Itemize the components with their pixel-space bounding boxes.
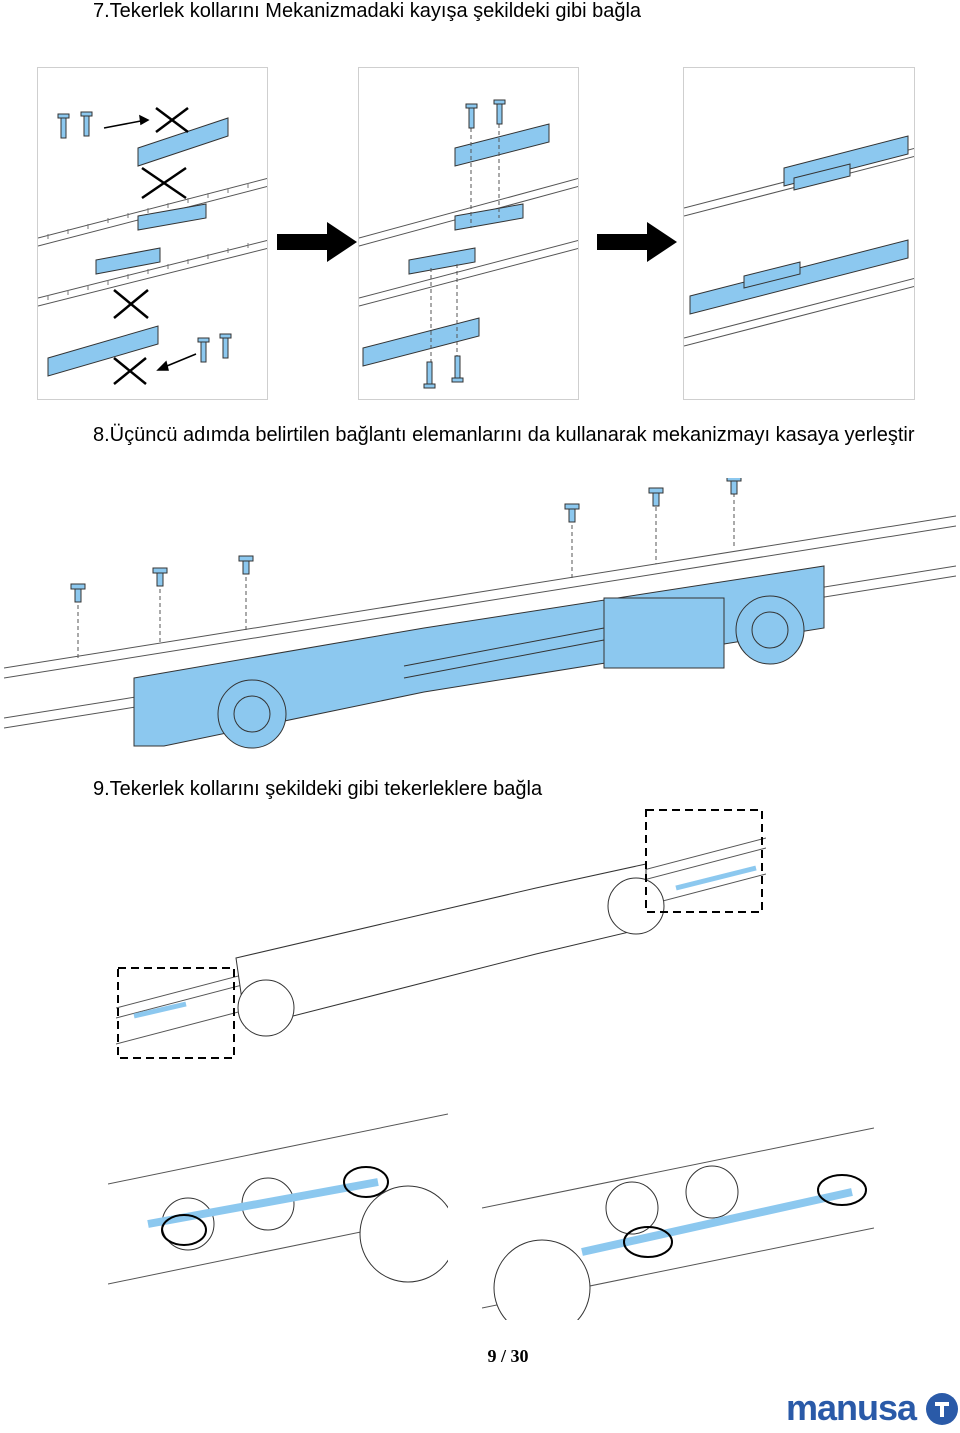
logo-badge-icon — [926, 1393, 958, 1425]
manusa-logo: manusa — [786, 1387, 958, 1431]
step-9-right-detail-illustration — [481, 1068, 875, 1337]
step-9-overview-illustration — [115, 808, 767, 1065]
belt-clamp-assembly-illustration — [359, 99, 578, 389]
belt-clamp-result-illustration — [684, 135, 914, 347]
logo-text: manusa — [786, 1387, 917, 1428]
page-number: 9 / 30 — [487, 1346, 529, 1366]
step-9-title: 9.Tekerlek kollarını şekildeki gibi teke… — [93, 778, 543, 800]
step-7-panel-result — [683, 67, 915, 400]
step-7-panel-before — [37, 67, 268, 400]
arrow-right-icon — [597, 222, 677, 267]
belt-clamp-exploded-illustration — [38, 107, 267, 385]
step-8-mechanism-illustration — [3, 475, 957, 763]
step-7-title: 7.Tekerlek kollarını Mekanizmadaki kayış… — [93, 0, 642, 22]
step-7-panel-assembly — [358, 67, 579, 400]
step-9-left-detail-illustration — [107, 1084, 457, 1305]
arrow-right-icon — [277, 222, 357, 267]
step-8-title: 8.Üçüncü adımda belirtilen bağlantı elem… — [93, 424, 915, 446]
